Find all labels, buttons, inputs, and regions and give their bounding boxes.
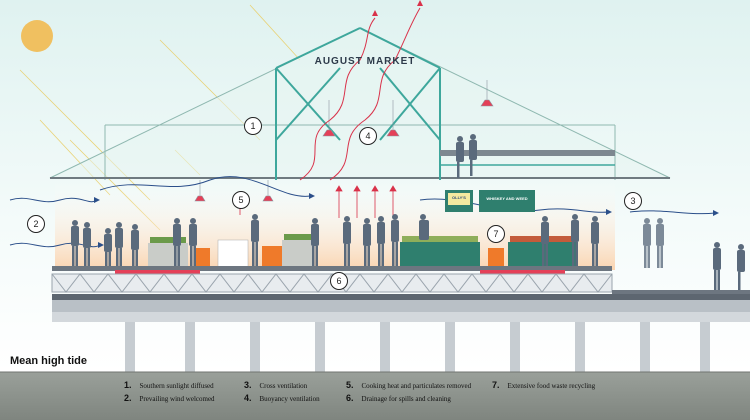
legend-item-6: 6.Drainage for spills and cleaning: [346, 393, 451, 403]
people-silhouettes: [71, 134, 745, 290]
buoyancy-ventilation-arrows: [299, 0, 423, 181]
shop-signs: [445, 190, 535, 212]
market-title: AUGUST MARKET: [314, 56, 416, 67]
legend-item-4: 4.Buoyancy ventilation: [244, 393, 320, 403]
water: [0, 372, 750, 420]
mezzanine: [440, 150, 615, 156]
marker-1: 1: [244, 117, 262, 135]
pier-piles: [125, 322, 710, 372]
tide-label: Mean high tide: [10, 355, 87, 367]
legend-item-2: 2.Prevailing wind welcomed: [124, 393, 215, 403]
legend-item-3: 3.Cross ventilation: [244, 380, 308, 390]
marker-4: 4: [359, 127, 377, 145]
marker-7: 7: [487, 225, 505, 243]
legend-item-7: 7.Extensive food waste recycling: [492, 380, 596, 390]
marker-3: 3: [624, 192, 642, 210]
sun-icon: [21, 20, 53, 52]
pier-beam: [52, 294, 750, 300]
pier-underside: [52, 300, 750, 312]
green-trusses: [275, 27, 615, 180]
greenhouse-roof: [49, 27, 671, 180]
marker-5: 5: [232, 191, 250, 209]
marker-6: 6: [330, 272, 348, 290]
legend: 1.Southern sunlight diffused 2.Prevailin…: [0, 372, 750, 420]
sign-right: WHISKEY AND WEED: [486, 196, 528, 201]
legend-item-1: 1.Southern sunlight diffused: [124, 380, 214, 390]
sign-left: OLLY'S: [452, 195, 466, 200]
market-stalls: [148, 234, 578, 269]
legend-item-5: 5.Cooking heat and particulates removed: [346, 380, 472, 390]
boardwalk: [612, 290, 750, 294]
hanging-lamps: [194, 80, 494, 202]
marker-2: 2: [27, 215, 45, 233]
market-deck: [52, 266, 612, 274]
